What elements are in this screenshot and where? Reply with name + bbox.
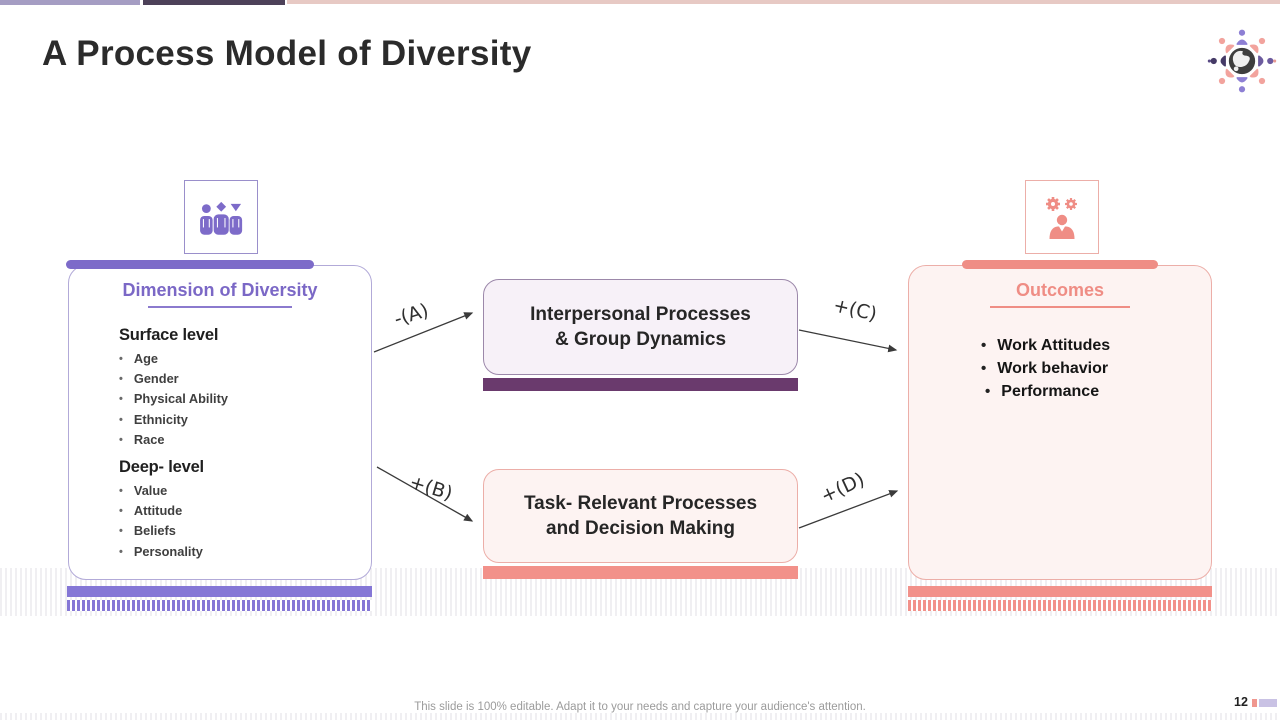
left-box-accent-bar [66, 260, 314, 269]
list-item: Physical Ability [119, 389, 371, 409]
surface-level-heading: Surface level [119, 325, 219, 344]
list-item: Work Attitudes [981, 334, 1211, 357]
right-hatched-underbar [908, 600, 1212, 611]
right-solid-underbar [908, 586, 1212, 597]
list-item: Work behavior [981, 357, 1211, 380]
background-stripe-band-bottom [0, 713, 1280, 720]
page-number: 12 [1234, 695, 1248, 709]
list-item: Personality [119, 542, 371, 562]
list-item: Age [119, 349, 371, 369]
deep-level-list: Value Attitude Beliefs Personality [119, 481, 371, 563]
task-box-underbar [483, 566, 798, 579]
arrow-b-label: +(B) [406, 471, 456, 505]
three-people-icon [184, 180, 258, 254]
page-number-pink-marker [1252, 699, 1257, 707]
outcomes-box: Outcomes Work Attitudes Work behavior Pe… [908, 265, 1212, 580]
list-item: Gender [119, 369, 371, 389]
list-item: Performance [985, 380, 1211, 403]
list-item: Attitude [119, 501, 371, 521]
topbar-segment-pink [287, 0, 1280, 4]
page-number-lavender-marker [1259, 699, 1277, 707]
outcomes-box-title: Outcomes [1015, 280, 1105, 300]
globe-people-icon [1203, 22, 1280, 100]
arrow-a-label: -(A) [391, 299, 432, 331]
left-hatched-underbar [67, 600, 372, 611]
dimension-box-title: Dimension of Diversity [122, 280, 318, 300]
topbar-segment-light-purple [0, 0, 140, 5]
topbar-segment-dark-purple [143, 0, 285, 5]
outcomes-list: Work Attitudes Work behavior Performance [981, 334, 1211, 403]
process-box-line: Interpersonal Processes [530, 304, 751, 325]
interpersonal-processes-box: Interpersonal Processes & Group Dynamics [483, 279, 798, 375]
interpersonal-box-underbar [483, 378, 798, 391]
person-gears-icon [1025, 180, 1099, 254]
title-underline [148, 306, 292, 308]
process-box-line: Task- Relevant Processes [523, 493, 758, 514]
footer-note: This slide is 100% editable. Adapt it to… [414, 701, 866, 713]
list-item: Value [119, 481, 371, 501]
title-underline [990, 306, 1130, 308]
dimension-of-diversity-box: Dimension of Diversity Surface level Age… [68, 265, 372, 580]
globe-icon [1228, 47, 1256, 75]
process-box-line: and Decision Making [546, 518, 735, 539]
list-item: Race [119, 430, 371, 450]
arrow-d-label: +(D) [817, 468, 868, 508]
arrow-c [798, 329, 898, 353]
page-title: A Process Model of Diversity [42, 34, 532, 73]
right-box-accent-bar [962, 260, 1158, 269]
radial-person-icons [1207, 29, 1277, 93]
left-solid-underbar [67, 586, 372, 597]
deep-level-heading: Deep- level [119, 457, 204, 476]
surface-level-list: Age Gender Physical Ability Ethnicity Ra… [119, 349, 371, 451]
list-item: Ethnicity [119, 410, 371, 430]
arrow-c-label: +(C) [831, 294, 879, 326]
task-relevant-processes-box: Task- Relevant Processes and Decision Ma… [483, 469, 798, 563]
list-item: Beliefs [119, 521, 371, 541]
process-box-line: & Group Dynamics [554, 329, 727, 350]
